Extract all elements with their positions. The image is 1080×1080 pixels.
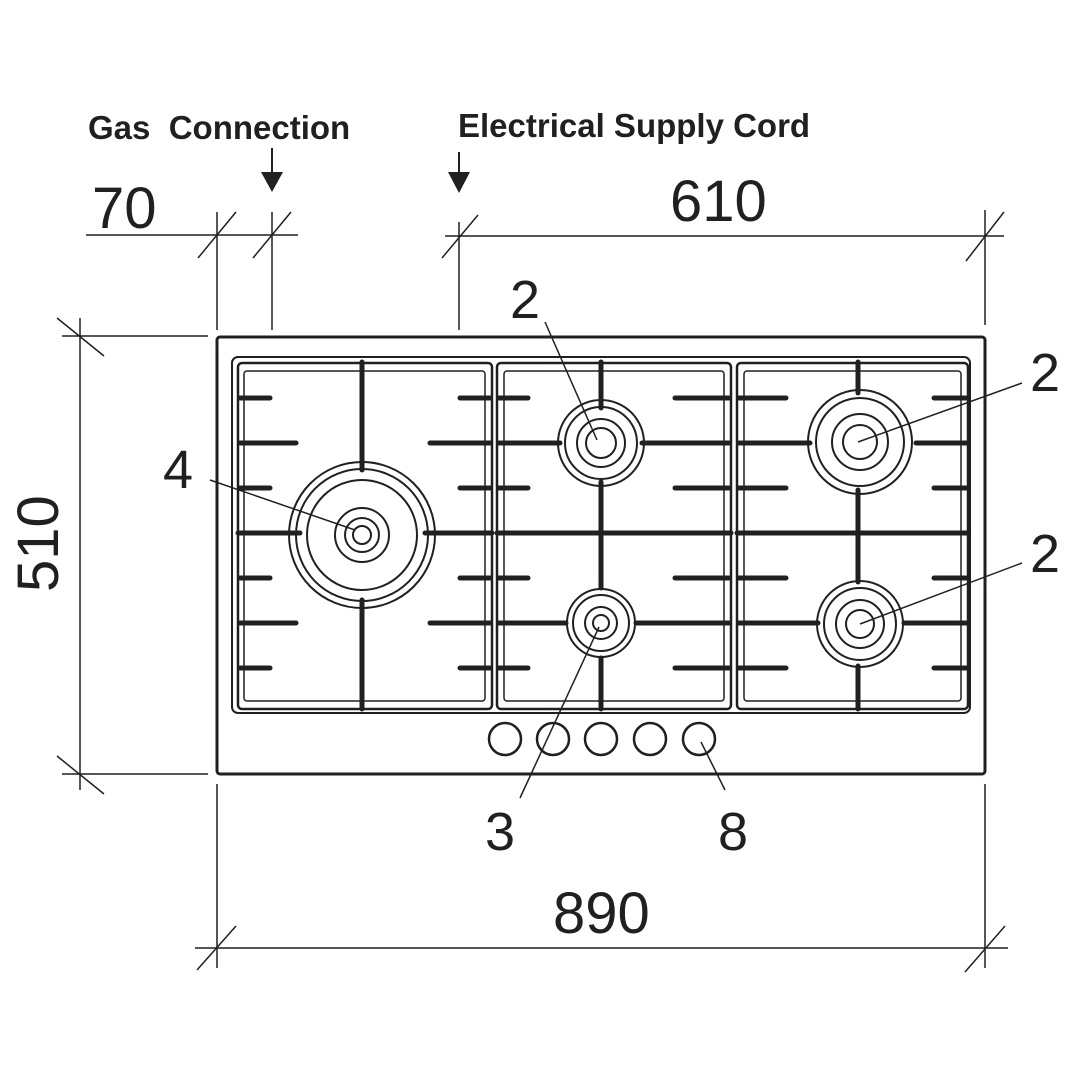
electrical-supply-arrow-icon bbox=[448, 152, 470, 193]
depth-dimension: 510 bbox=[6, 317, 208, 795]
electric-width-value: 610 bbox=[670, 169, 767, 234]
electric-width-dimension: 610 bbox=[441, 169, 1005, 330]
knob-icon bbox=[487, 721, 523, 757]
knob-icon bbox=[583, 721, 619, 757]
burner-bottom-right-icon bbox=[816, 580, 904, 668]
gas-connection-arrow-icon bbox=[261, 148, 283, 192]
grate-left bbox=[235, 359, 495, 712]
electrical-supply-label: Electrical Supply Cord bbox=[458, 107, 810, 144]
burner-small-icon bbox=[566, 588, 636, 658]
width-value: 890 bbox=[553, 881, 650, 946]
gas-connection-label: Gas Connection bbox=[88, 109, 350, 146]
callout-small-burner: 3 bbox=[485, 802, 515, 862]
depth-value: 510 bbox=[6, 495, 71, 592]
gas-offset-value: 70 bbox=[92, 176, 157, 241]
callout-wok-burner: 4 bbox=[163, 440, 193, 500]
knob-icon bbox=[632, 721, 668, 757]
knob-icon bbox=[535, 721, 571, 757]
cooktop-body bbox=[215, 335, 987, 776]
knob-icon bbox=[681, 721, 717, 757]
callout-top-middle-burner: 2 bbox=[510, 270, 540, 330]
gas-offset-dimension: 70 bbox=[86, 176, 298, 330]
callout-bottom-right-burner: 2 bbox=[1030, 524, 1060, 584]
control-knobs bbox=[487, 721, 717, 757]
burner-top-right-icon bbox=[807, 389, 913, 495]
callout-top-right-burner: 2 bbox=[1030, 343, 1060, 403]
grate-right bbox=[734, 359, 971, 712]
width-dimension: 890 bbox=[195, 784, 1008, 973]
wok-burner-icon bbox=[288, 461, 436, 609]
leader-lines bbox=[209, 321, 1023, 799]
grate-middle bbox=[494, 359, 734, 712]
callout-knob: 8 bbox=[718, 802, 748, 862]
burner-top-middle-icon bbox=[557, 399, 645, 487]
